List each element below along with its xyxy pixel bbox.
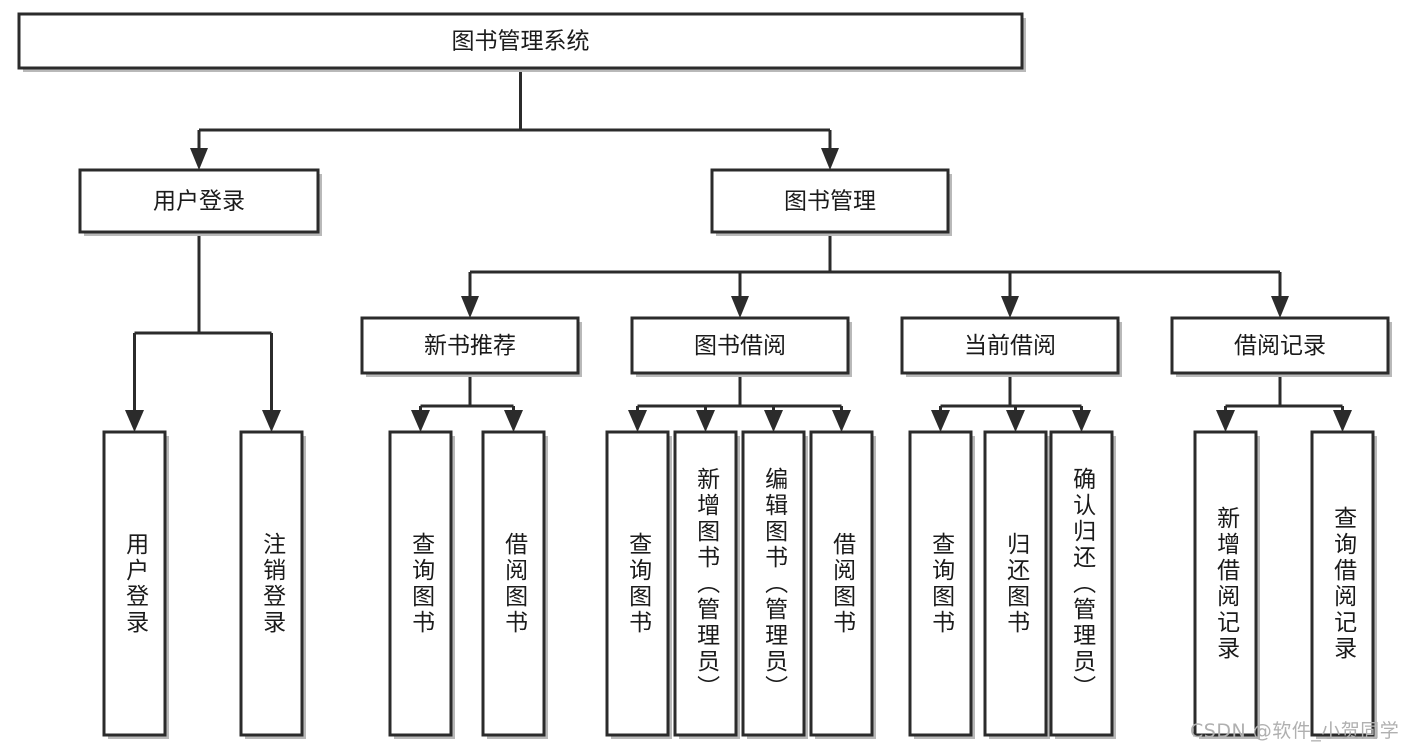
node-current-borrow-label: 当前借阅 bbox=[964, 333, 1056, 359]
leaf-rect-query-book-3[interactable] bbox=[908, 430, 973, 737]
arrowhead-leaf-confirm-return bbox=[1072, 410, 1091, 432]
leaf-rect-query-book-2[interactable] bbox=[605, 430, 670, 737]
csdn-watermark: CSDN @软件_小贺同学 bbox=[1190, 720, 1400, 742]
node-user-login[interactable]: 用户登录 bbox=[78, 168, 322, 236]
leaf-label-add-record: 新增借阅记录 bbox=[1212, 505, 1239, 662]
node-borrow-record[interactable]: 借阅记录 bbox=[1170, 316, 1392, 377]
node-layer: 图书管理系统 用户登录 图书管理 新书推荐 bbox=[17, 12, 1392, 739]
node-borrow-record-label: 借阅记录 bbox=[1234, 333, 1326, 359]
arrowhead-current-borrow bbox=[1001, 296, 1019, 318]
leaf-rect-return-book[interactable] bbox=[983, 430, 1048, 737]
arrowhead-book-manage bbox=[821, 148, 839, 170]
node-book-borrow-rect[interactable] bbox=[630, 316, 850, 375]
arrowhead-leaf-borrow-book-2 bbox=[832, 410, 851, 432]
arrowhead-leaf-logout bbox=[262, 410, 281, 432]
leaf-rect-borrow-book-1[interactable] bbox=[481, 430, 546, 737]
node-user-login-rect[interactable] bbox=[78, 168, 320, 234]
leaf-label-borrow-book-1: 借阅图书 bbox=[500, 531, 527, 636]
leaf-label-confirm-return: 确认归还（管理员） bbox=[1068, 466, 1095, 701]
arrowhead-leaf-user-login bbox=[125, 410, 144, 432]
leaf-label-query-book-3: 查询图书 bbox=[927, 531, 954, 636]
leaf-rect-confirm-return[interactable] bbox=[1049, 430, 1114, 737]
node-root-label: 图书管理系统 bbox=[452, 29, 590, 55]
node-borrow-record-rect[interactable] bbox=[1170, 316, 1390, 375]
node-current-borrow-rect[interactable] bbox=[900, 316, 1120, 375]
leaf-rect-add-book[interactable] bbox=[673, 430, 738, 737]
node-book-borrow-label: 图书借阅 bbox=[694, 333, 786, 359]
leaf-rect-edit-book[interactable] bbox=[741, 430, 806, 737]
arrowhead-user-login bbox=[190, 148, 208, 170]
leaf-label-user-login: 用户登录 bbox=[121, 531, 148, 636]
leaf-rect-query-book-1[interactable] bbox=[388, 430, 453, 737]
leaf-label-borrow-book-2: 借阅图书 bbox=[828, 531, 855, 636]
node-root-rect[interactable] bbox=[17, 12, 1024, 70]
leaf-rect-query-record[interactable] bbox=[1310, 430, 1375, 737]
connector-layer bbox=[125, 68, 1352, 432]
arrowhead-leaf-query-book-1 bbox=[411, 410, 430, 432]
arrowhead-borrow-record bbox=[1271, 296, 1289, 318]
node-book-manage[interactable]: 图书管理 bbox=[710, 168, 952, 236]
leaf-label-logout: 注销登录 bbox=[258, 531, 285, 636]
arrowhead-leaf-query-book-3 bbox=[931, 410, 950, 432]
arrowhead-book-borrow bbox=[731, 296, 749, 318]
leaf-label-edit-book: 编辑图书（管理员） bbox=[760, 466, 787, 701]
leaf-rect-borrow-book-2[interactable] bbox=[809, 430, 874, 737]
leaf-label-add-book: 新增图书（管理员） bbox=[692, 466, 719, 701]
node-book-manage-label: 图书管理 bbox=[784, 189, 876, 215]
leaf-rect-user-login[interactable] bbox=[102, 430, 167, 737]
arrowhead-leaf-query-record bbox=[1333, 410, 1352, 432]
node-new-book-recommend-rect[interactable] bbox=[360, 316, 580, 375]
node-root[interactable]: 图书管理系统 bbox=[17, 12, 1026, 72]
arrowhead-leaf-query-book-2 bbox=[628, 410, 647, 432]
arrowhead-leaf-borrow-book-1 bbox=[504, 410, 523, 432]
node-user-login-label: 用户登录 bbox=[153, 189, 245, 215]
leaf-label-query-book-1: 查询图书 bbox=[407, 531, 434, 636]
node-book-manage-rect[interactable] bbox=[710, 168, 950, 234]
arrowhead-newbook-rec bbox=[461, 296, 479, 318]
leaf-label-return-book: 归还图书 bbox=[1002, 531, 1029, 636]
arrowhead-leaf-add-book bbox=[696, 410, 715, 432]
node-book-borrow[interactable]: 图书借阅 bbox=[630, 316, 852, 377]
node-current-borrow[interactable]: 当前借阅 bbox=[900, 316, 1122, 377]
arrowhead-leaf-edit-book bbox=[764, 410, 783, 432]
leaf-rect-add-record[interactable] bbox=[1193, 430, 1258, 737]
leaf-label-query-book-2: 查询图书 bbox=[624, 531, 651, 636]
arrowhead-leaf-add-record bbox=[1216, 410, 1235, 432]
leaf-label-query-record: 查询借阅记录 bbox=[1329, 505, 1356, 662]
node-new-book-recommend-label: 新书推荐 bbox=[424, 333, 516, 359]
leaf-node-rects bbox=[102, 430, 1377, 739]
arrowhead-leaf-return-book bbox=[1006, 410, 1025, 432]
node-new-book-recommend[interactable]: 新书推荐 bbox=[360, 316, 582, 377]
leaf-rect-logout[interactable] bbox=[239, 430, 304, 737]
